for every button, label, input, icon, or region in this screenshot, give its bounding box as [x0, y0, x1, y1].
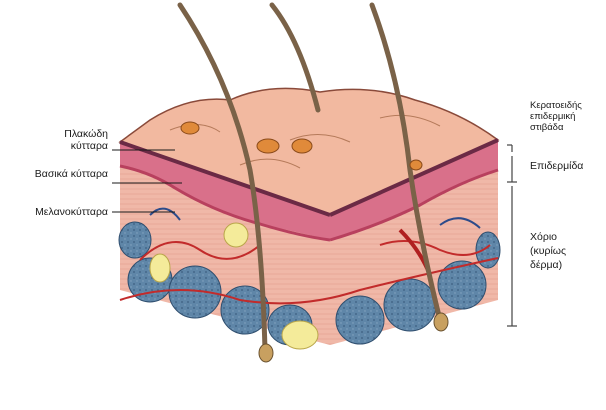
right-bracket: [507, 145, 517, 326]
label-basal-cells: Βασικά κύτταρα: [30, 168, 108, 180]
label-melanocytes: Μελανοκύτταρα: [4, 206, 108, 218]
label-epidermis: Επιδερμίδα: [530, 160, 602, 172]
label-stratum-corneum: Κερατοειδής επιδερμική στιβάδα: [530, 100, 602, 133]
label-squamous-cells: Πλακώδη κύτταρα: [30, 128, 108, 152]
label-dermis: Χόριο (κυρίως δέρμα): [530, 230, 592, 272]
